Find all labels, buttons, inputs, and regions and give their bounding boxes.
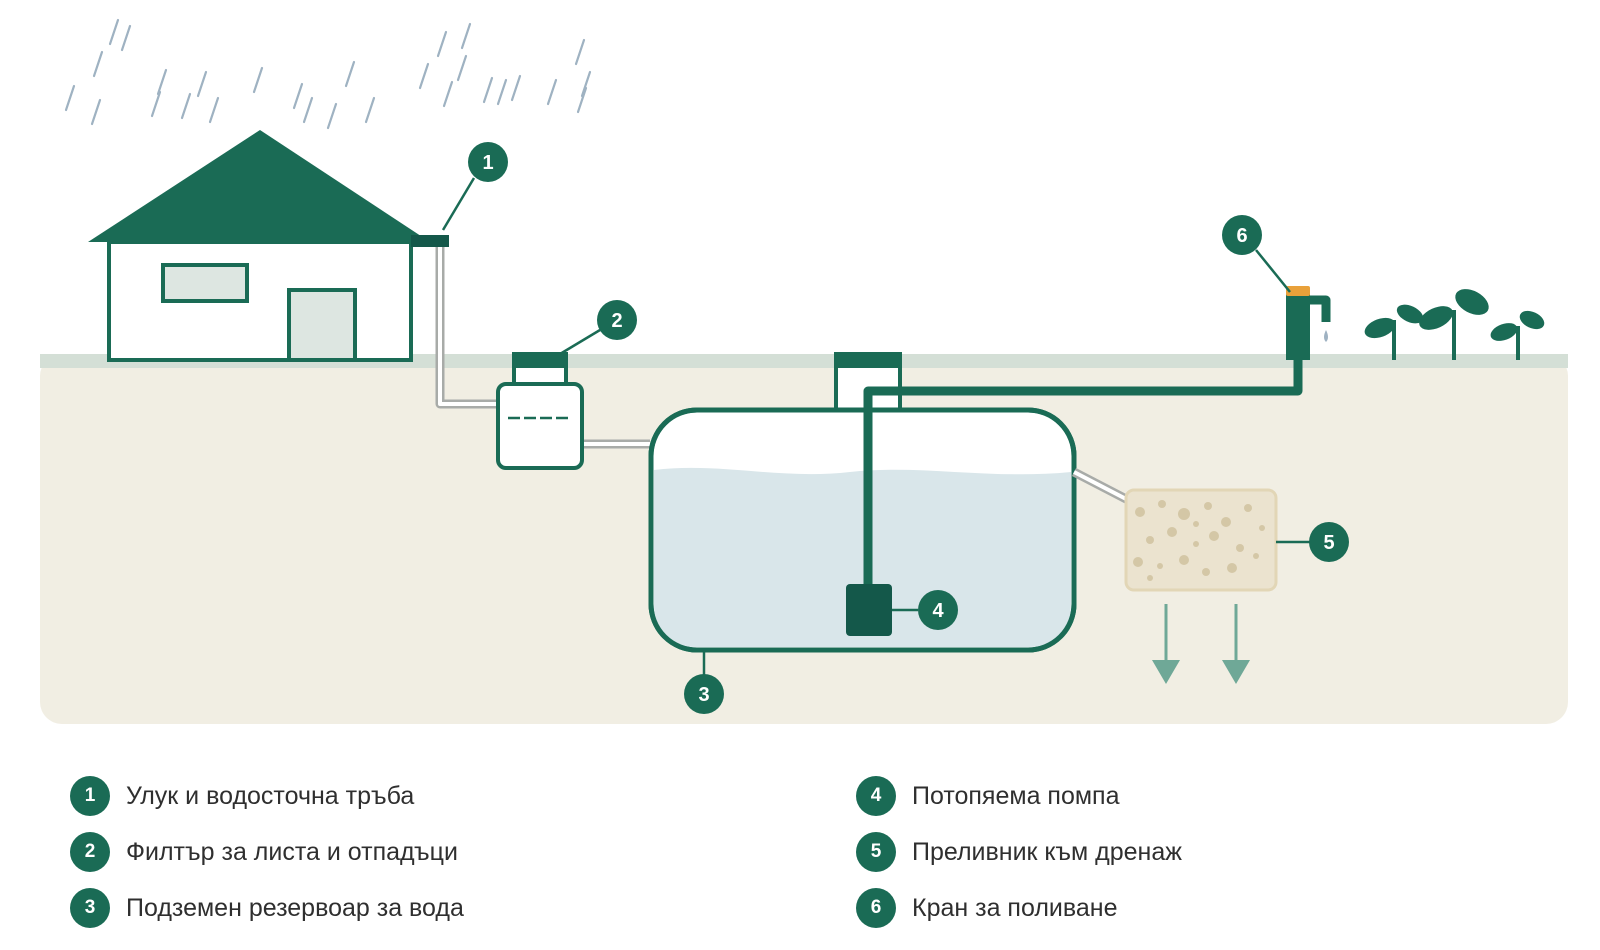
arrow-down-icon [1152,604,1180,684]
arrow-down-icon [1222,604,1250,684]
pump-pipe [846,354,1303,636]
gutter-downpipe [411,235,518,409]
garden-tap [1286,286,1331,360]
submersible-pump [846,584,892,636]
callout-number: 5 [1323,532,1334,554]
seedling-icon [1419,289,1489,360]
callout-number: 2 [611,310,622,332]
callout-number: 6 [1236,225,1247,247]
ground-surface [40,354,1568,368]
seedling-icon [1364,304,1424,360]
callout-5: 5 [1309,522,1349,562]
rain-icon [64,18,592,130]
water-tank [648,352,1077,653]
callout-3: 3 [684,674,724,714]
callout-1: 1 [468,142,508,182]
tap-handle [1286,286,1310,296]
callout-number: 1 [482,152,493,174]
callout-leader-1 [441,177,476,231]
callout-2: 2 [597,300,637,340]
drain-soil-box [1124,488,1278,592]
tank-water [654,467,1071,647]
callout-leader-2 [559,328,601,356]
callout-4: 4 [918,590,958,630]
seedling-icon [1490,310,1545,360]
house-door [287,288,357,362]
callout-number: 3 [698,684,709,706]
leaf-filter [496,352,650,470]
overflow-drain [1071,468,1278,592]
callout-leader-6 [1255,249,1291,293]
callout-number: 4 [932,600,944,622]
callout-6: 6 [1222,215,1262,255]
house-icon [88,130,430,362]
house-window [161,263,249,303]
